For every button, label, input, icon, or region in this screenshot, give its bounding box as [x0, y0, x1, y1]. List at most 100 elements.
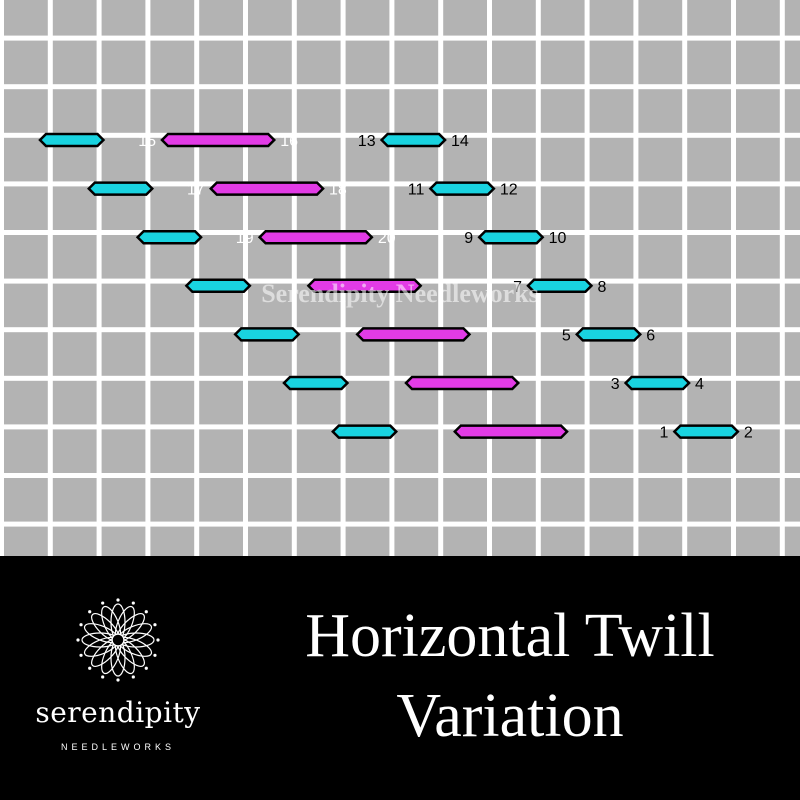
grid-cell: [296, 89, 341, 133]
grid-cell: [101, 0, 146, 36]
grid-cell: [101, 526, 146, 556]
grid-cell: [784, 40, 800, 85]
grid-cell: [736, 380, 780, 425]
stitch-number-start: 17: [187, 182, 205, 199]
title-line-2: Variation: [396, 682, 624, 750]
grid-cell: [101, 429, 146, 473]
grid-cell: [638, 429, 683, 473]
short-stitch: [575, 327, 643, 342]
stitch-number-start: 5: [562, 327, 571, 344]
grid-cell: [150, 478, 195, 522]
grid-cell: [52, 526, 97, 556]
grid-cell: [248, 429, 292, 473]
grid-cell: [736, 137, 780, 182]
grid-cell: [736, 332, 780, 376]
grid-cell: [52, 380, 97, 425]
grid-cell: [589, 478, 634, 522]
grid-cell: [784, 283, 800, 328]
grid-cell: [4, 40, 48, 85]
grid-cell: [248, 40, 292, 85]
stitch-number-end: 14: [451, 133, 469, 150]
grid-cell: [589, 137, 634, 182]
grid-cell: [492, 0, 536, 36]
grid-cell: [443, 89, 487, 133]
grid-cell: [540, 478, 585, 522]
short-stitch: [477, 229, 545, 245]
grid-cell: [540, 137, 585, 182]
grid-cell: [4, 332, 48, 376]
grid-cell: [394, 89, 439, 133]
stitch-number-start: 11: [408, 182, 425, 199]
grid-cell: [784, 526, 800, 556]
grid-cell: [736, 235, 780, 279]
grid-cell: [296, 0, 341, 36]
grid-cell: [150, 0, 195, 36]
grid-cell: [540, 186, 585, 230]
grid-cell: [540, 0, 585, 36]
stitch-number-start: 7: [513, 279, 522, 296]
grid-cell: [540, 526, 585, 556]
short-stitch: [184, 278, 252, 294]
grid-cell: [101, 40, 146, 85]
grid-cell: [394, 186, 439, 230]
grid-cell: [443, 137, 487, 182]
grid-cell: [443, 526, 487, 556]
grid-cell: [687, 186, 731, 230]
grid-cell: [296, 137, 341, 182]
grid-cell: [248, 478, 292, 522]
stitch-number-end: 8: [597, 279, 606, 296]
grid-cell: [540, 380, 585, 425]
grid-cell: [589, 526, 634, 556]
grid-cell: [540, 235, 585, 279]
grid-cell: [687, 478, 731, 522]
long-stitch: [209, 181, 325, 196]
grid-cell: [248, 0, 292, 36]
stitch-number-start: 3: [611, 376, 620, 393]
grid-cell: [199, 40, 243, 85]
grid-cell: [540, 40, 585, 85]
grid-cell: [345, 186, 390, 230]
grid-cell: [638, 235, 683, 279]
grid-cell: [4, 0, 48, 36]
title-line-1: Horizontal Twill: [305, 602, 715, 670]
grid-cell: [101, 137, 146, 182]
stitch-number-end: 16: [280, 133, 298, 150]
grid-cell: [687, 332, 731, 376]
grid-cell: [199, 478, 243, 522]
grid-cell: [394, 235, 439, 279]
grid-cell: [150, 429, 195, 473]
grid-cell: [638, 526, 683, 556]
grid-cell: [589, 186, 634, 230]
grid-cell: [101, 235, 146, 279]
grid-cell: [150, 186, 195, 230]
stitch-number-end: 2: [744, 425, 753, 442]
grid-cell: [492, 283, 536, 328]
long-stitch: [160, 132, 277, 148]
grid-cell: [784, 89, 800, 133]
grid-cell: [345, 380, 390, 425]
stitch-number-end: 6: [646, 327, 655, 344]
grid-cell: [52, 429, 97, 473]
grid-cell: [784, 332, 800, 376]
grid-cell: [492, 40, 536, 85]
grid-cell: [4, 478, 48, 522]
grid-cell: [4, 283, 48, 328]
grid-cell: [4, 186, 48, 230]
grid-cell: [638, 332, 683, 376]
page-title: Horizontal Twill Variation: [240, 596, 780, 756]
stitch-number-end: 12: [500, 182, 518, 199]
grid-cell: [150, 89, 195, 133]
grid-cell: [4, 526, 48, 556]
grid-cell: [736, 526, 780, 556]
stitch-number-start: 1: [659, 425, 668, 442]
grid-cell: [150, 526, 195, 556]
grid-cell: [248, 283, 292, 328]
short-stitch: [526, 278, 594, 294]
grid-cell: [52, 478, 97, 522]
grid-cell: [784, 235, 800, 279]
grid-cell: [638, 40, 683, 85]
grid-cell: [736, 0, 780, 36]
grid-cell: [150, 380, 195, 425]
grid-cell: [101, 478, 146, 522]
